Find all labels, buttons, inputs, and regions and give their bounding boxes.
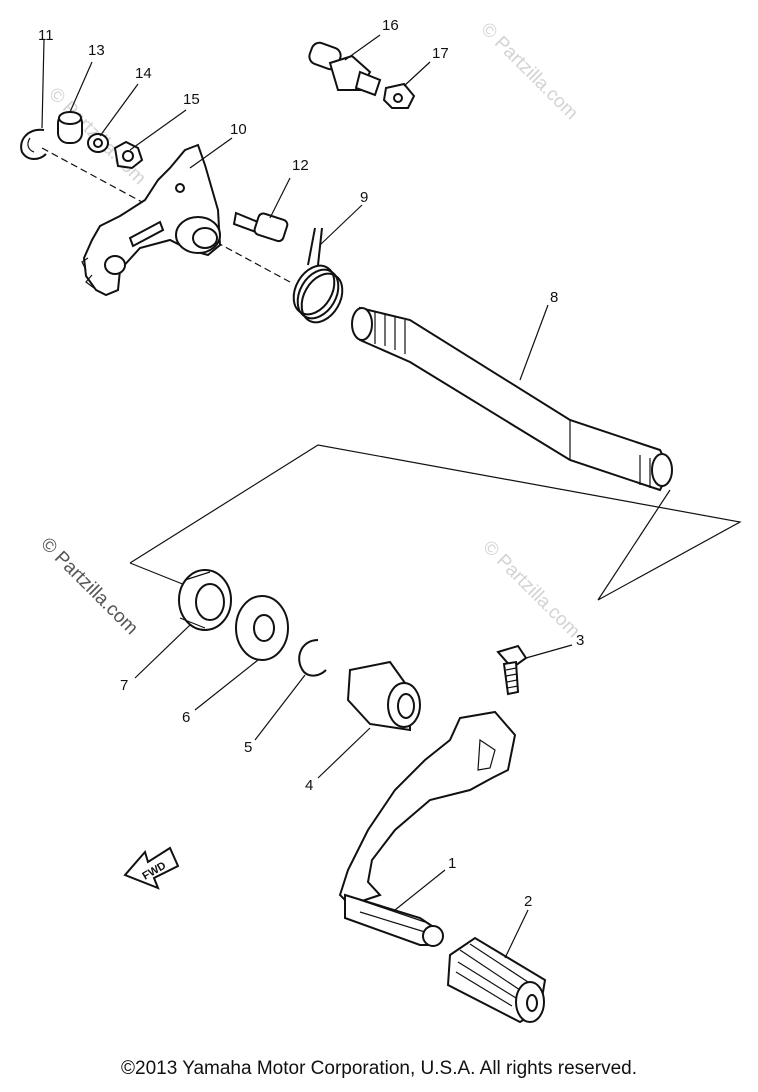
bolt-12 bbox=[232, 211, 289, 243]
callout-3: 3 bbox=[576, 632, 584, 649]
callout-12: 12 bbox=[292, 157, 309, 174]
shift-shaft-8 bbox=[351, 306, 673, 492]
watermark: © Partzilla.com bbox=[36, 534, 141, 639]
callout-13: 13 bbox=[88, 42, 105, 59]
watermark: © Partzilla.com bbox=[478, 537, 583, 642]
lock-washer-15 bbox=[113, 140, 144, 170]
callout-7: 7 bbox=[120, 677, 128, 694]
spring-9 bbox=[292, 227, 344, 324]
bolt-3 bbox=[496, 644, 528, 696]
callout-1: 1 bbox=[448, 855, 456, 872]
assembly-line bbox=[41, 147, 291, 283]
collar-13 bbox=[57, 111, 83, 144]
callout-16: 16 bbox=[382, 17, 399, 34]
copyright-notice: ©2013 Yamaha Motor Corporation, U.S.A. A… bbox=[121, 1058, 637, 1079]
lock-washer-17 bbox=[382, 82, 416, 109]
washer-6 bbox=[235, 595, 289, 661]
callout-8: 8 bbox=[550, 289, 558, 306]
callout-14: 14 bbox=[135, 65, 152, 82]
callout-11: 11 bbox=[38, 27, 54, 44]
callout-9: 9 bbox=[360, 189, 368, 206]
circlip-5 bbox=[298, 639, 327, 677]
callout-15: 15 bbox=[183, 91, 200, 108]
pivot-bolt-16 bbox=[308, 41, 382, 97]
pedal-rubber-2 bbox=[446, 936, 547, 1024]
leader-lines bbox=[41, 34, 573, 959]
circlip-11 bbox=[20, 128, 47, 160]
shift-pedal-1 bbox=[338, 710, 517, 947]
shift-arm-10 bbox=[81, 143, 222, 297]
watermark: © Partzilla.com bbox=[476, 19, 581, 124]
callout-4: 4 bbox=[305, 777, 313, 794]
callout-2: 2 bbox=[524, 893, 532, 910]
collar-4 bbox=[346, 660, 421, 732]
callout-10: 10 bbox=[230, 121, 247, 138]
oil-seal-7 bbox=[178, 569, 232, 631]
washer-14 bbox=[87, 133, 109, 153]
assembly-frame bbox=[129, 444, 742, 601]
callout-6: 6 bbox=[182, 709, 190, 726]
callout-5: 5 bbox=[244, 739, 252, 756]
assembly-frame bbox=[129, 562, 186, 586]
callout-17: 17 bbox=[432, 45, 449, 62]
forward-arrow-icon: FWD bbox=[123, 846, 180, 890]
